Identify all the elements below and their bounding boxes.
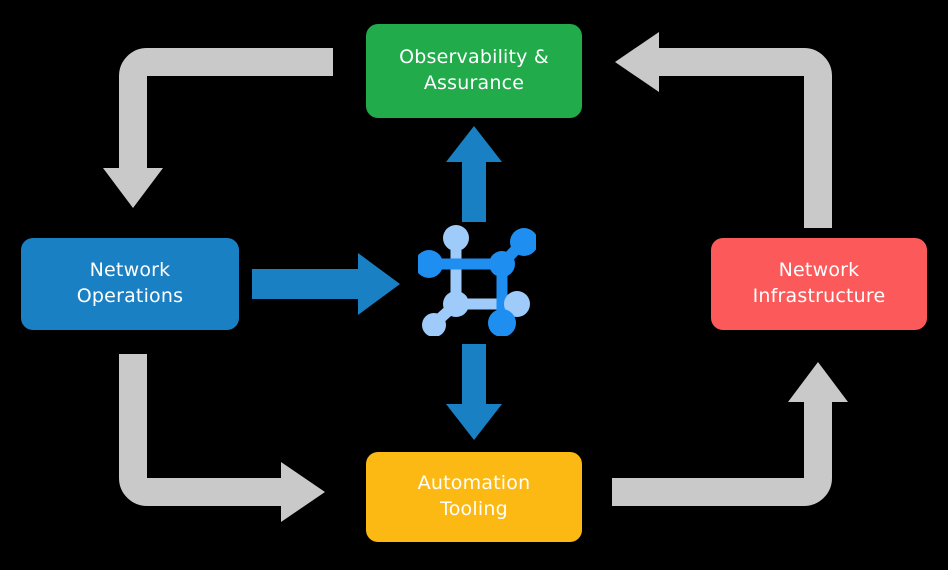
arrow-center-to-observability [446,126,502,222]
network-topology-icon [418,225,536,336]
arrow-observability-to-operations [103,48,333,208]
arrow-center-to-automation [446,344,502,440]
node-label: Network Operations [76,259,184,307]
arrow-infrastructure-to-observability [615,32,832,228]
node-network-operations[interactable]: Network Operations [21,238,239,330]
arrow-automation-to-infrastructure [612,362,848,506]
node-label: Network Infrastructure [752,259,886,307]
node-automation-tooling[interactable]: Automation Tooling [366,452,582,542]
node-network-infrastructure[interactable]: Network Infrastructure [711,238,927,330]
node-label: Observability & Assurance [399,46,549,94]
arrow-operations-to-automation [119,354,325,522]
node-observability-assurance[interactable]: Observability & Assurance [366,24,582,118]
arrow-operations-to-center [252,253,400,315]
node-label: Automation Tooling [417,472,531,520]
